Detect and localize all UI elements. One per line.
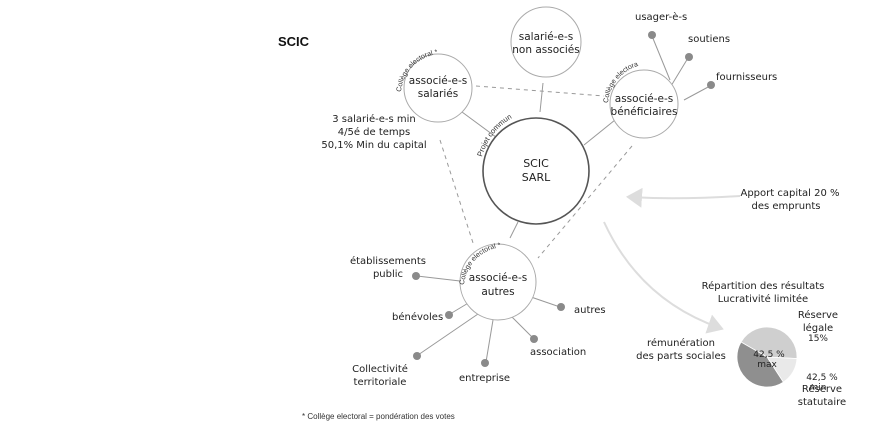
dot-etablissements bbox=[412, 272, 420, 280]
link-nonassocies-center bbox=[539, 82, 544, 113]
member-entreprise: entreprise bbox=[459, 373, 510, 384]
link-salaries-center bbox=[461, 111, 501, 141]
member-collectivite: Collectivité bbox=[352, 363, 408, 375]
dot-association bbox=[530, 335, 538, 343]
condition-1: 4/5é de temps bbox=[338, 126, 410, 138]
dashed-salaries-autres bbox=[439, 139, 475, 247]
legend-reserve-statutaire-line2: statutaire bbox=[798, 397, 846, 408]
apport-line2: des emprunts bbox=[751, 201, 820, 212]
dot-usagers bbox=[648, 31, 656, 39]
legend-remuneration-line2: des parts sociales bbox=[636, 351, 726, 362]
solid-links bbox=[461, 82, 616, 239]
node-autres bbox=[459, 243, 537, 321]
legend-reserve-statutaire-line1: Réserve bbox=[802, 383, 842, 395]
node-salaries-line2: salariés bbox=[418, 88, 458, 100]
dot-benevoles bbox=[445, 311, 453, 319]
node-beneficiaires-line2: bénéficiaires bbox=[611, 106, 678, 118]
dashed-salaries-beneficiaires bbox=[475, 85, 605, 97]
node-beneficiaires-line1: associé-e-s bbox=[615, 93, 673, 105]
dot-soutiens bbox=[685, 53, 693, 61]
pie-sublabel-remuneration: max bbox=[757, 360, 777, 370]
dot-collectivite bbox=[413, 352, 421, 360]
apport-line1: Apport capital 20 % bbox=[740, 188, 839, 199]
node-autres-line1: associé-e-s bbox=[469, 272, 527, 284]
page-title: SCIC bbox=[278, 34, 310, 49]
member-soutiens: soutiens bbox=[688, 34, 730, 45]
repartition-pie-chart bbox=[736, 326, 798, 388]
dot-entreprise bbox=[481, 359, 489, 367]
member-association: association bbox=[530, 347, 586, 358]
node-non-associes-line1: salarié-e-s bbox=[519, 31, 573, 43]
repartition-arrow bbox=[603, 221, 724, 334]
member-etablissements: établissements bbox=[350, 255, 426, 267]
pie-sublabel-reserve-statutaire: min bbox=[810, 383, 827, 393]
center-line2: SARL bbox=[522, 171, 551, 184]
condition-0: 3 salarié-e-s min bbox=[332, 113, 415, 125]
member-autres: autres bbox=[574, 305, 606, 316]
link-beneficiaires-center bbox=[583, 119, 616, 146]
node-autres-line2: autres bbox=[481, 286, 514, 298]
center-line1: SCIC bbox=[523, 157, 549, 170]
member-public: public bbox=[373, 269, 403, 280]
legend-remuneration-line1: rémunération bbox=[647, 337, 715, 349]
flow-arrows bbox=[603, 187, 741, 334]
pie-slice-0 bbox=[740, 326, 798, 359]
repartition-line2: Lucrativité limitée bbox=[718, 293, 808, 305]
pie-label-reserve-legale: 15% bbox=[808, 334, 828, 344]
footnote: * Collège electoral = pondération des vo… bbox=[302, 412, 455, 421]
node-salaries-line1: associé-e-s bbox=[409, 75, 467, 87]
node-salaries bbox=[403, 53, 473, 123]
pie-label-remuneration: 42,5 % bbox=[753, 350, 785, 360]
member-benevoles: bénévoles bbox=[392, 311, 443, 323]
member-usagers: usager-è-s bbox=[635, 11, 687, 23]
member-dots bbox=[412, 31, 715, 367]
legend-reserve-legale-line1: Réserve bbox=[798, 309, 838, 321]
apport-arrow bbox=[626, 187, 741, 208]
node-beneficiaires bbox=[609, 69, 679, 139]
dashed-links bbox=[439, 85, 633, 259]
repartition-line1: Répartition des résultats bbox=[702, 280, 825, 292]
link-autres-center bbox=[509, 221, 519, 239]
dot-fournisseurs bbox=[707, 81, 715, 89]
condition-2: 50,1% Min du capital bbox=[321, 140, 426, 151]
node-non-associes bbox=[510, 6, 582, 78]
legend-reserve-legale-line2: légale bbox=[803, 322, 833, 334]
member-territoriale: territoriale bbox=[354, 377, 407, 388]
dot-autres bbox=[557, 303, 565, 311]
dashed-beneficiaires-autres bbox=[537, 145, 633, 259]
node-non-associes-line2: non associés bbox=[512, 44, 580, 56]
pie-label-reserve-statutaire: 42,5 % bbox=[806, 373, 838, 383]
center-circle bbox=[482, 117, 590, 225]
member-fournisseurs: fournisseurs bbox=[716, 72, 777, 83]
pie-slice-2 bbox=[736, 341, 784, 388]
